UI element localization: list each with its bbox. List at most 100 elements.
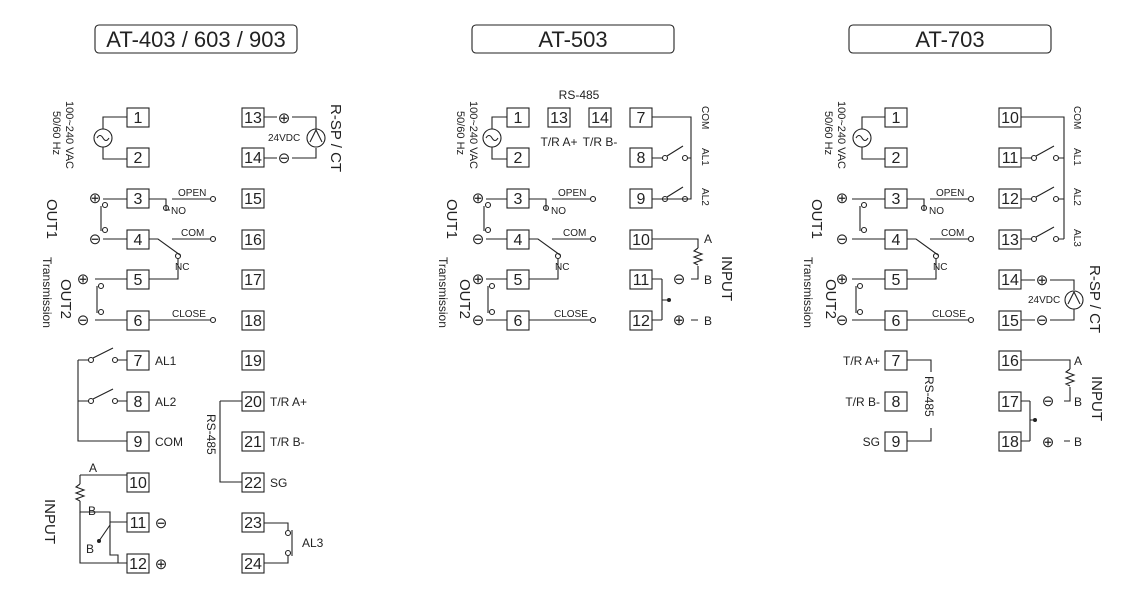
title-at-703-text: AT-703	[915, 27, 984, 52]
minus-icon-rsp-a: ⊖	[278, 150, 291, 167]
vdc-label-a: 24VDC	[268, 133, 300, 144]
input-a-label-c: A	[1074, 354, 1082, 368]
close-label-c: CLOSE	[932, 309, 966, 320]
svg-text:2: 2	[892, 150, 901, 167]
power-label-a: 100~240 VAC 50/60 Hz	[50, 101, 75, 169]
power-freq-b: 50/60 Hz	[454, 111, 466, 155]
svg-text:19: 19	[244, 353, 262, 370]
terminal-a-18: 18	[241, 310, 265, 331]
svg-text:1: 1	[514, 110, 523, 127]
svg-text:11: 11	[633, 272, 650, 289]
plus-icon-input-b: ⊕	[673, 312, 686, 329]
com-alarm-label-a: COM	[155, 435, 183, 449]
svg-text:8: 8	[134, 394, 143, 411]
svg-text:4: 4	[892, 232, 901, 249]
com-label-b: COM	[563, 228, 586, 239]
svg-text:7: 7	[637, 110, 646, 127]
svg-text:3: 3	[892, 191, 901, 208]
panel-at-703: 100~240 VAC 50/60 Hz ⊕ ⊖ OUT1 OPEN NO CO…	[801, 101, 1105, 452]
terminal-c-15: 15	[998, 310, 1022, 331]
trb-label-a: T/R B-	[270, 435, 305, 449]
al1-label-b: AL1	[699, 148, 710, 166]
svg-text:14: 14	[1001, 272, 1019, 289]
svg-text:1: 1	[892, 110, 901, 127]
terminal-c-1: 1	[884, 107, 908, 128]
al1-label-c: AL1	[1071, 148, 1082, 166]
terminal-c-8: 8	[884, 391, 908, 412]
input-label-b: INPUT	[718, 256, 735, 301]
title-at-503: AT-503	[471, 24, 675, 54]
terminal-b-4: 4	[506, 229, 530, 250]
terminal-a-11: 11	[126, 512, 150, 533]
sg-label-c: SG	[863, 435, 880, 449]
terminal-a-24: 24	[241, 553, 265, 574]
com-label-a: COM	[181, 228, 204, 239]
minus-icon-out2-c: ⊖	[836, 312, 849, 329]
plus-icon-out2-b: ⊕	[472, 271, 485, 288]
terminal-a-13: 13	[241, 107, 265, 128]
terminal-a-16: 16	[241, 229, 265, 250]
svg-text:15: 15	[1001, 313, 1019, 330]
al2-label-a: AL2	[155, 395, 177, 409]
terminal-c-6: 6	[884, 310, 908, 331]
terminal-c-4: 4	[884, 229, 908, 250]
svg-text:11: 11	[1002, 150, 1019, 167]
tra-label-a: T/R A+	[270, 395, 307, 409]
terminal-a-4: 4	[126, 229, 150, 250]
plus-icon: ⊕	[89, 190, 102, 207]
input-a-label-a: A	[89, 461, 97, 475]
svg-text:22: 22	[244, 475, 262, 492]
terminal-a-21: 21	[241, 431, 265, 452]
terminal-b-9: 9	[629, 188, 653, 209]
ct-sensor-icon	[306, 128, 326, 148]
svg-text:6: 6	[134, 313, 143, 330]
title-at-703: AT-703	[848, 24, 1052, 54]
terminal-b-1: 1	[506, 107, 530, 128]
terminal-a-7: 7	[126, 350, 150, 371]
terminal-c-2: 2	[884, 147, 908, 168]
out2-label-a: OUT2	[57, 279, 74, 319]
svg-text:2: 2	[514, 150, 523, 167]
svg-text:18: 18	[244, 313, 262, 330]
input-b-label-b: B	[704, 273, 712, 287]
out1-label-a: OUT1	[43, 199, 60, 239]
no-label-a: NO	[171, 206, 186, 217]
open-label-c: OPEN	[936, 188, 964, 199]
nc-label-b: NC	[555, 262, 569, 273]
terminal-b-2: 2	[506, 147, 530, 168]
plus-icon-b: ⊕	[472, 190, 485, 207]
plus-icon-rsp-a: ⊕	[278, 110, 291, 127]
terminal-a-6: 6	[126, 310, 150, 331]
svg-text:3: 3	[514, 191, 523, 208]
plus-icon-c: ⊕	[836, 190, 849, 207]
terminal-b-7: 7	[629, 107, 653, 128]
terminal-c-3: 3	[884, 188, 908, 209]
terminal-a-8: 8	[126, 391, 150, 412]
transmission-label-c: Transmission	[801, 257, 815, 328]
svg-text:12: 12	[632, 313, 650, 330]
out2-label-c: OUT2	[822, 279, 839, 319]
panel-at-403: 100~240 VAC 50/60 Hz ⊕ ⊖ OUT1 OPEN NO CO…	[40, 101, 344, 574]
terminal-a-17: 17	[241, 269, 265, 290]
plus-icon-out2-a: ⊕	[77, 271, 90, 288]
terminal-c-12: 12	[998, 188, 1022, 209]
tra-label-b: T/R A+	[540, 135, 577, 149]
input-b2-label-c: B	[1074, 435, 1082, 449]
terminal-b-3: 3	[506, 188, 530, 209]
svg-text:8: 8	[637, 150, 646, 167]
svg-text:5: 5	[892, 272, 901, 289]
terminal-a-22: 22	[241, 472, 265, 493]
input-a-label-b: A	[704, 232, 712, 246]
svg-text:2: 2	[134, 150, 143, 167]
svg-text:1: 1	[134, 110, 143, 127]
tra-label-c: T/R A+	[843, 354, 880, 368]
svg-text:8: 8	[892, 394, 901, 411]
svg-text:5: 5	[134, 272, 143, 289]
title-at-503-text: AT-503	[538, 27, 607, 52]
trb-label-b: T/R B-	[583, 135, 618, 149]
svg-text:14: 14	[591, 110, 609, 127]
input-b2-label-a: B	[86, 542, 94, 556]
terminal-b-14: 14	[588, 107, 612, 128]
svg-text:24: 24	[244, 556, 262, 573]
